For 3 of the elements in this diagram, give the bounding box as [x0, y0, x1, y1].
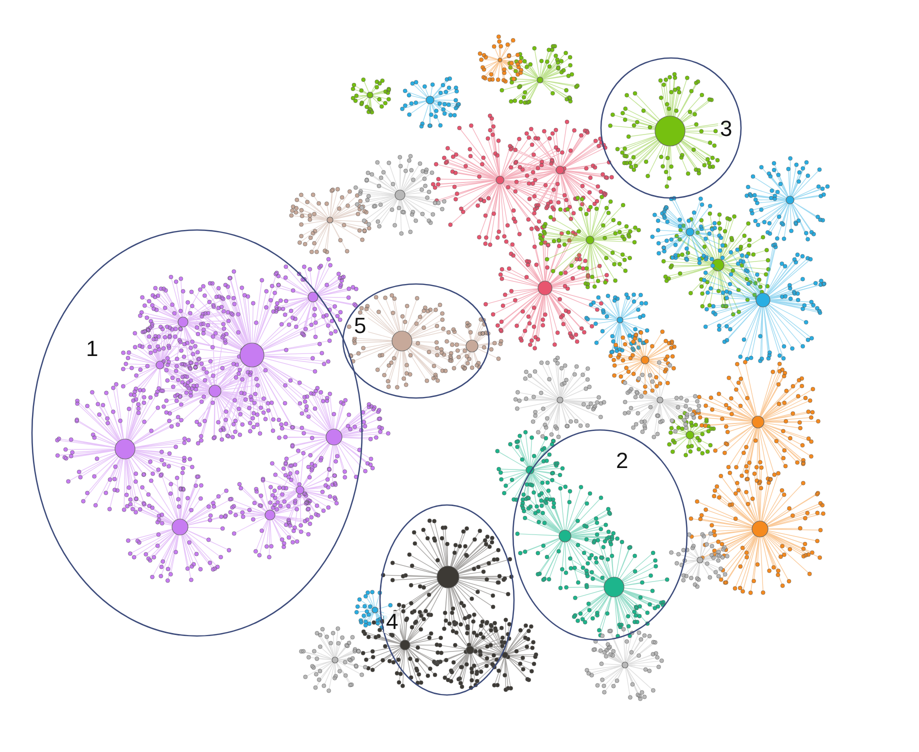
cluster-number: 3	[718, 118, 734, 140]
cluster-number: 5	[352, 315, 368, 337]
cluster-number: 4	[384, 611, 400, 633]
